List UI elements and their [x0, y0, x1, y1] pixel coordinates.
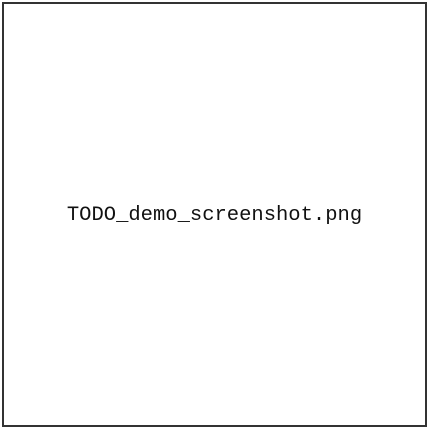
placeholder-filename-label: TODO_demo_screenshot.png: [66, 204, 363, 227]
